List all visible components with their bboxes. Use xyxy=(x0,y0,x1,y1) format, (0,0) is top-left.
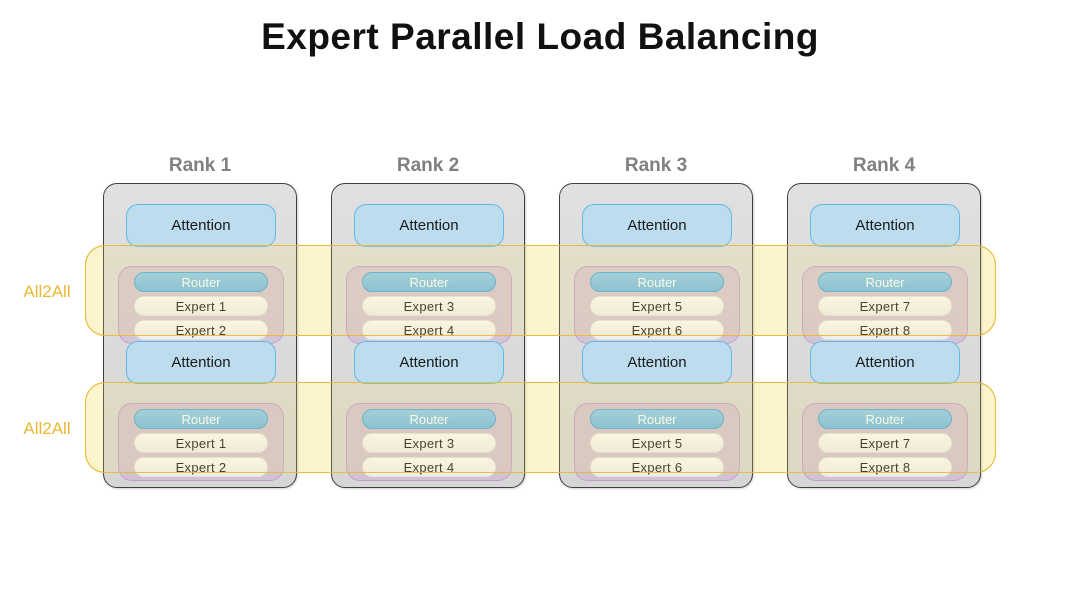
rank-column-1: Rank 1 Attention Router Expert 1 Expert … xyxy=(103,155,297,488)
attention-block-r4-l2: Attention xyxy=(810,341,960,384)
rank-label-2: Rank 2 xyxy=(396,155,460,176)
attention-block-r3-l2: Attention xyxy=(582,341,732,384)
moe-block-r1-l1: Router Expert 1 Expert 2 xyxy=(118,266,284,344)
attention-block-r2-l1: Attention xyxy=(354,204,504,247)
rank-container-2: Attention Router Expert 3 Expert 4 Atten… xyxy=(331,183,525,488)
rank-column-2: Rank 2 Attention Router Expert 3 Expert … xyxy=(331,155,525,488)
expert-r4-l2-1: Expert 7 xyxy=(818,433,952,453)
router-r2-l2: Router xyxy=(362,409,496,429)
all2all-label-layer-2: All2All xyxy=(23,419,71,438)
router-r3-l1: Router xyxy=(590,272,724,292)
moe-block-r3-l2: Router Expert 5 Expert 6 xyxy=(574,403,740,481)
router-r4-l1: Router xyxy=(818,272,952,292)
rank-column-4: Rank 4 Attention Router Expert 7 Expert … xyxy=(787,155,981,488)
moe-block-r1-l2: Router Expert 1 Expert 2 xyxy=(118,403,284,481)
router-r1-l2: Router xyxy=(134,409,268,429)
page-title: Expert Parallel Load Balancing xyxy=(261,16,819,57)
expert-r2-l1-1: Expert 3 xyxy=(362,296,496,316)
rank-label-4: Rank 4 xyxy=(852,155,916,176)
expert-r3-l2-2: Expert 6 xyxy=(590,457,724,477)
attention-block-r3-l1: Attention xyxy=(582,204,732,247)
router-r2-l1: Router xyxy=(362,272,496,292)
expert-r1-l1-2: Expert 2 xyxy=(134,320,268,340)
router-r4-l2: Router xyxy=(818,409,952,429)
attention-block-r2-l2: Attention xyxy=(354,341,504,384)
attention-block-r4-l1: Attention xyxy=(810,204,960,247)
rank-container-4: Attention Router Expert 7 Expert 8 Atten… xyxy=(787,183,981,488)
rank-container-1: Attention Router Expert 1 Expert 2 Atten… xyxy=(103,183,297,488)
router-r3-l2: Router xyxy=(590,409,724,429)
all2all-label-layer-1: All2All xyxy=(23,282,71,301)
expert-r4-l1-1: Expert 7 xyxy=(818,296,952,316)
rank-container-3: Attention Router Expert 5 Expert 6 Atten… xyxy=(559,183,753,488)
expert-r4-l2-2: Expert 8 xyxy=(818,457,952,477)
expert-r2-l2-1: Expert 3 xyxy=(362,433,496,453)
rank-label-3: Rank 3 xyxy=(624,155,688,176)
moe-block-r3-l1: Router Expert 5 Expert 6 xyxy=(574,266,740,344)
expert-r2-l2-2: Expert 4 xyxy=(362,457,496,477)
expert-r1-l2-2: Expert 2 xyxy=(134,457,268,477)
moe-block-r2-l1: Router Expert 3 Expert 4 xyxy=(346,266,512,344)
rank-label-1: Rank 1 xyxy=(168,155,232,176)
router-r1-l1: Router xyxy=(134,272,268,292)
expert-r1-l2-1: Expert 1 xyxy=(134,433,268,453)
moe-block-r4-l2: Router Expert 7 Expert 8 xyxy=(802,403,968,481)
rank-column-3: Rank 3 Attention Router Expert 5 Expert … xyxy=(559,155,753,488)
expert-r3-l1-2: Expert 6 xyxy=(590,320,724,340)
expert-r3-l2-1: Expert 5 xyxy=(590,433,724,453)
expert-r2-l1-2: Expert 4 xyxy=(362,320,496,340)
moe-block-r4-l1: Router Expert 7 Expert 8 xyxy=(802,266,968,344)
expert-r4-l1-2: Expert 8 xyxy=(818,320,952,340)
attention-block-r1-l1: Attention xyxy=(126,204,276,247)
expert-r3-l1-1: Expert 5 xyxy=(590,296,724,316)
expert-r1-l1-1: Expert 1 xyxy=(134,296,268,316)
attention-block-r1-l2: Attention xyxy=(126,341,276,384)
moe-block-r2-l2: Router Expert 3 Expert 4 xyxy=(346,403,512,481)
